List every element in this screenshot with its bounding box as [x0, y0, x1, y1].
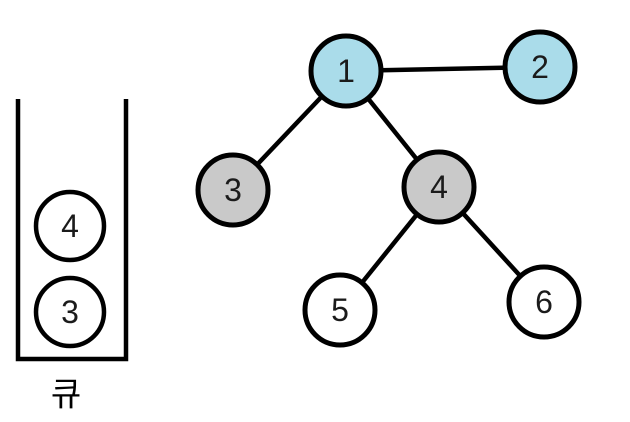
node-2-circle	[502, 29, 578, 105]
node-1-label: 1	[337, 53, 355, 89]
node-6-label: 6	[535, 284, 553, 320]
node-5-circle	[302, 272, 378, 348]
node-1-circle	[308, 33, 384, 109]
node-3-circle	[195, 152, 271, 228]
queue-caption: 큐	[51, 376, 81, 413]
queue-item-4-circle	[33, 189, 107, 263]
node-5-label: 5	[331, 292, 349, 328]
queue-item-3-label: 3	[61, 294, 79, 330]
queue-container	[15, 99, 129, 362]
node-3-label: 3	[224, 172, 242, 208]
node-4-label: 4	[430, 169, 448, 205]
node-4-circle	[401, 149, 477, 225]
node-6-circle	[506, 264, 582, 340]
queue-item-3-circle	[33, 275, 107, 349]
node-2-label: 2	[531, 49, 549, 85]
queue-item-4-label: 4	[61, 208, 79, 244]
